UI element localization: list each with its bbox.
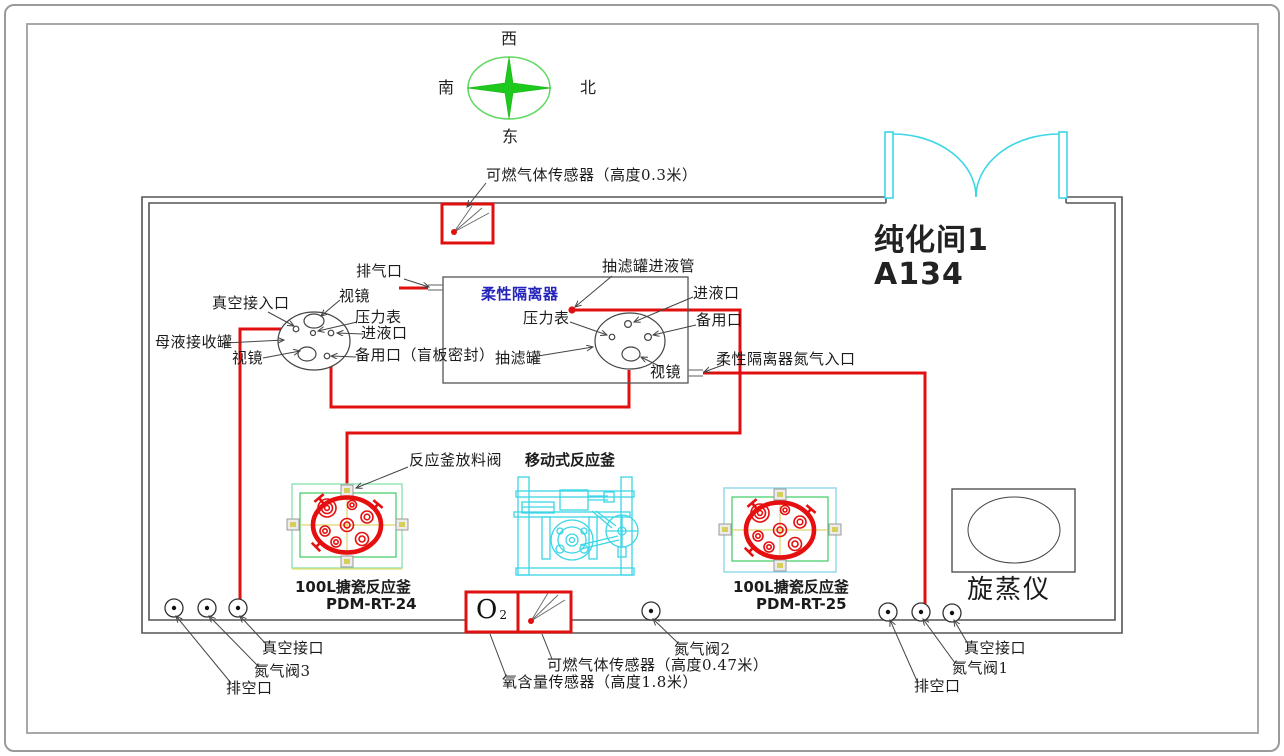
filter-tank-pressure-port (608, 333, 616, 341)
top-flammable-sensor-box (440, 202, 495, 245)
compass-west: 西 (501, 29, 518, 48)
pipe-nitrogen-line (703, 371, 927, 604)
label-top-flammable-sensor: 可燃气体传感器（高度0.3米） (486, 166, 698, 184)
label-inlet-port-isolator: 进液口 (693, 284, 740, 302)
label-pressure-gauge-isolator: 压力表 (523, 309, 570, 327)
label-mid-flammable-sensor: 可燃气体传感器（高度0.47米） (547, 656, 769, 674)
oxygen-symbol-sub: 2 (499, 608, 507, 622)
reactor-right-drawing (718, 487, 842, 573)
label-reactor-left-name: 100L搪瓷反应釜 (295, 578, 411, 596)
label-nitrogen-valve-1: 氮气阀1 (952, 659, 1009, 677)
pipe-vacuum-line (238, 327, 296, 600)
room-number: A134 (874, 257, 964, 292)
label-discharge-valve: 反应釜放料阀 (409, 451, 503, 469)
page-outer-frame (4, 4, 1280, 752)
label-reactor-right-name: 100L搪瓷反应釜 (733, 578, 849, 596)
oxygen-sensor-box (464, 590, 520, 634)
mother-tank-sight-glass-bottom (297, 346, 317, 362)
label-sight-glass-top: 视镜 (339, 287, 371, 305)
label-sight-glass-bottom: 视镜 (232, 349, 264, 367)
label-reactor-right-code: PDM-RT-25 (756, 595, 847, 613)
oxygen-symbol: O 2 (476, 597, 516, 623)
label-inlet-port-left: 进液口 (361, 324, 408, 342)
label-rotovap: 旋蒸仪 (967, 575, 1052, 605)
flexible-isolator-box (428, 276, 703, 384)
label-filter-feed-pipe: 抽滤罐进液管 (602, 257, 696, 275)
label-vacuum-port-left: 真空接口 (262, 639, 325, 657)
red-pipes (238, 286, 927, 604)
label-vacuum-port-right: 真空接口 (964, 639, 1027, 657)
mother-tank-spare-port (323, 352, 331, 360)
mobile-reactor-drawing (513, 476, 639, 576)
label-reactor-left-code: PDM-RT-24 (326, 595, 417, 613)
label-exhaust-port: 排气口 (356, 262, 403, 280)
label-nitrogen-valve-3: 氮气阀3 (254, 662, 311, 680)
filter-tank-spare-port (643, 333, 652, 342)
floor-valves (164, 598, 962, 623)
pipe-transfer-line (329, 333, 631, 409)
label-vent-port-left: 排空口 (226, 679, 273, 697)
mother-tank-inlet-port (327, 329, 335, 337)
filter-tank-circle (594, 312, 666, 370)
rotovap-drawing (951, 488, 1076, 573)
compass-rose (466, 56, 552, 120)
label-mother-liquor-tank: 母液接收罐 (155, 333, 233, 351)
label-sight-glass-isolator: 视镜 (650, 363, 682, 381)
label-filter-tank: 抽滤罐 (495, 349, 542, 367)
compass-south: 南 (438, 78, 455, 97)
compass-north: 北 (580, 78, 597, 97)
mother-liquor-tank-circle (277, 311, 351, 371)
mother-tank-sight-glass-top (303, 313, 325, 329)
pipe-filter-feed-line (345, 308, 742, 489)
sensor-boxes (440, 202, 573, 634)
label-nitrogen-valve-2: 氮气阀2 (674, 640, 731, 658)
label-isolator-nitrogen-inlet: 柔性隔离器氮气入口 (716, 350, 856, 368)
oxygen-symbol-o: O (476, 595, 498, 625)
double-door (884, 131, 1068, 199)
leader-lines (176, 182, 969, 684)
filter-tank-sight-glass (621, 346, 641, 362)
reactor-left-drawing (286, 483, 409, 570)
mother-tank-vacuum-port (292, 325, 300, 333)
label-vent-port-right: 排空口 (914, 677, 961, 695)
label-pressure-gauge-left: 压力表 (355, 308, 402, 326)
mother-tank-pressure-port (309, 329, 317, 337)
label-vacuum-access-port: 真空接入口 (212, 294, 290, 312)
label-oxygen-sensor: 氧含量传感器（高度1.8米） (502, 673, 698, 691)
filter-tank-inlet-port (623, 320, 632, 329)
compass-east: 东 (502, 127, 519, 146)
label-flexible-isolator: 柔性隔离器 (481, 285, 559, 303)
label-mobile-reactor: 移动式反应釜 (525, 451, 616, 469)
room-name: 纯化间1 (874, 223, 989, 258)
feed-pipe-connection-dot (568, 306, 576, 314)
page-inner-frame (26, 23, 1259, 734)
label-spare-port-isolator: 备用口 (696, 311, 743, 329)
label-spare-port-blind: 备用口（盲板密封） (355, 346, 495, 364)
